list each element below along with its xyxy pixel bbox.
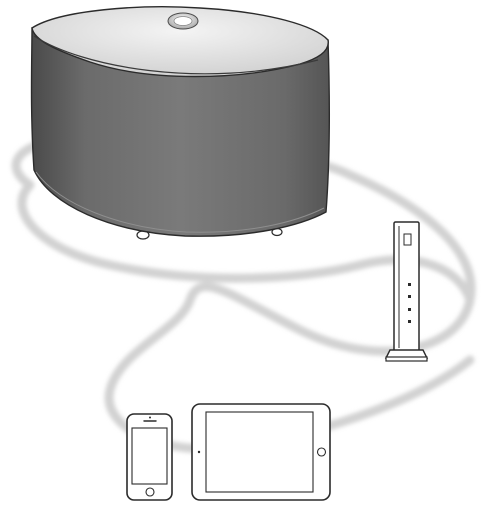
- smartphone-icon: [127, 414, 172, 500]
- tablet-icon: [192, 404, 330, 500]
- smartphone: [127, 414, 172, 500]
- tablet: [192, 404, 330, 500]
- wireless-speaker: [32, 7, 330, 239]
- wireless-router: [386, 222, 427, 361]
- speaker-icon: [32, 7, 330, 239]
- router-icon: [386, 222, 427, 361]
